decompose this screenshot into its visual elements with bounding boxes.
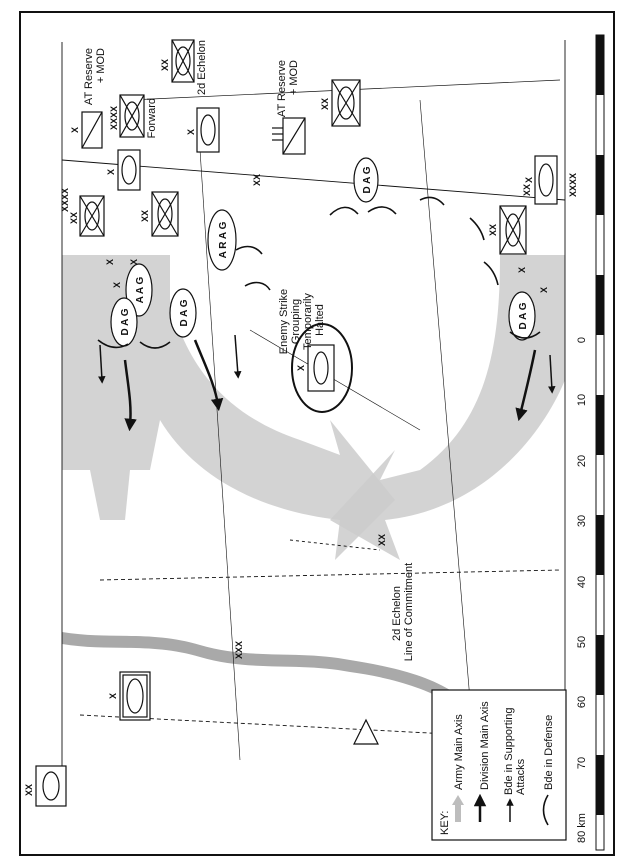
group-ovals xyxy=(110,157,536,347)
defense-arcs xyxy=(97,196,541,349)
svg-text:A R A G: A R A G xyxy=(218,221,229,258)
army-main-axis-west xyxy=(62,255,395,560)
key-army-main-axis: Army Main Axis xyxy=(453,714,465,790)
svg-text:X: X xyxy=(70,127,80,133)
svg-text:D A G: D A G xyxy=(179,299,190,326)
unit-symbols xyxy=(35,39,558,807)
unit-echelon-marks: XX XXXX X X X XX XX XX XX X X X XX XX XX… xyxy=(24,59,549,796)
svg-text:X: X xyxy=(105,259,115,265)
defense-key-icon xyxy=(542,794,549,826)
forward-label: Forward xyxy=(146,98,158,138)
key-bde-supporting: Bde in SupportingAttacks xyxy=(503,708,527,795)
key-bde-defense: Bde in Defense xyxy=(543,715,555,790)
scale-tick-60: 60 xyxy=(576,696,588,708)
scale-tick-80km: 80 km xyxy=(576,813,588,843)
svg-text:XX: XX xyxy=(252,174,262,186)
scale-tick-40: 40 xyxy=(576,576,588,588)
army-main-axis-east xyxy=(330,255,565,560)
map-key: KEY: Army Main Axis Division Main Axis B… xyxy=(431,689,567,841)
division-main-axis-arrows xyxy=(123,339,537,432)
group-codes: A R A G A A G D A G D A G D A G D A G xyxy=(120,166,529,335)
svg-text:XX: XX xyxy=(522,184,532,196)
svg-text:Enemy Strike Grouping: Enemy Strike Grouping Temporarily Halted xyxy=(278,286,326,354)
svg-text:XX: XX xyxy=(320,98,330,110)
line-of-commitment-label: 2d Echelon Line of Commitment xyxy=(391,563,415,661)
svg-text:AT Reserve+ MOD: AT Reserve+ MOD xyxy=(83,48,107,105)
svg-text:XX: XX xyxy=(140,210,150,222)
svg-text:X: X xyxy=(186,129,196,135)
scale-tick-70: 70 xyxy=(576,757,588,769)
echelon-label-top: 2d Echelon xyxy=(196,40,208,95)
scale-tick-30: 30 xyxy=(576,515,588,527)
svg-text:XX: XX xyxy=(69,212,79,224)
svg-text:AT Reserve+ MOD: AT Reserve+ MOD xyxy=(276,60,300,117)
svg-text:XX: XX xyxy=(377,534,387,546)
svg-text:2d Echelon Line of Commi: 2d Echelon Line of Commitment xyxy=(391,563,415,661)
key-title: KEY: xyxy=(439,811,451,835)
army-group-mark-west: XXXX xyxy=(60,188,70,212)
army-group-mark-east: XXXX xyxy=(568,173,578,197)
svg-text:X: X xyxy=(296,365,306,371)
svg-text:D A G: D A G xyxy=(120,308,131,335)
svg-text:XX: XX xyxy=(160,59,170,71)
corps-mark: XXX xyxy=(234,641,244,659)
svg-text:D A G: D A G xyxy=(518,302,529,329)
scale-tick-50: 50 xyxy=(576,636,588,648)
svg-text:XX: XX xyxy=(24,784,34,796)
svg-text:X: X xyxy=(539,287,549,293)
scale-tick-10: 10 xyxy=(576,394,588,406)
svg-text:A A G: A A G xyxy=(135,276,146,303)
army-axis-key-icon xyxy=(452,795,464,822)
svg-text:X: X xyxy=(129,259,139,265)
svg-text:X: X xyxy=(524,177,534,183)
scale-bar: 0 10 20 30 40 50 60 70 80 km xyxy=(576,34,605,851)
at-reserve-label-1: AT Reserve+ MOD xyxy=(83,48,107,105)
map-frame xyxy=(19,11,615,856)
key-division-main-axis: Division Main Axis xyxy=(479,701,491,790)
scale-tick-0: 0 xyxy=(576,337,588,343)
supporting-attack-arrows xyxy=(98,334,556,394)
svg-text:XXXX: XXXX xyxy=(109,106,119,130)
at-reserve-label-2: AT Reserve+ MOD xyxy=(276,60,300,117)
svg-text:XX: XX xyxy=(488,224,498,236)
svg-text:2d Echelon: 2d Echelon xyxy=(196,40,208,95)
enemy-strike-label: Enemy Strike Grouping Temporarily Halted xyxy=(278,286,326,354)
scale-tick-20: 20 xyxy=(576,455,588,467)
svg-text:D A G: D A G xyxy=(362,166,373,193)
svg-text:X: X xyxy=(106,169,116,175)
svg-text:X: X xyxy=(517,267,527,273)
svg-text:X: X xyxy=(108,693,118,699)
svg-text:X: X xyxy=(112,282,122,288)
